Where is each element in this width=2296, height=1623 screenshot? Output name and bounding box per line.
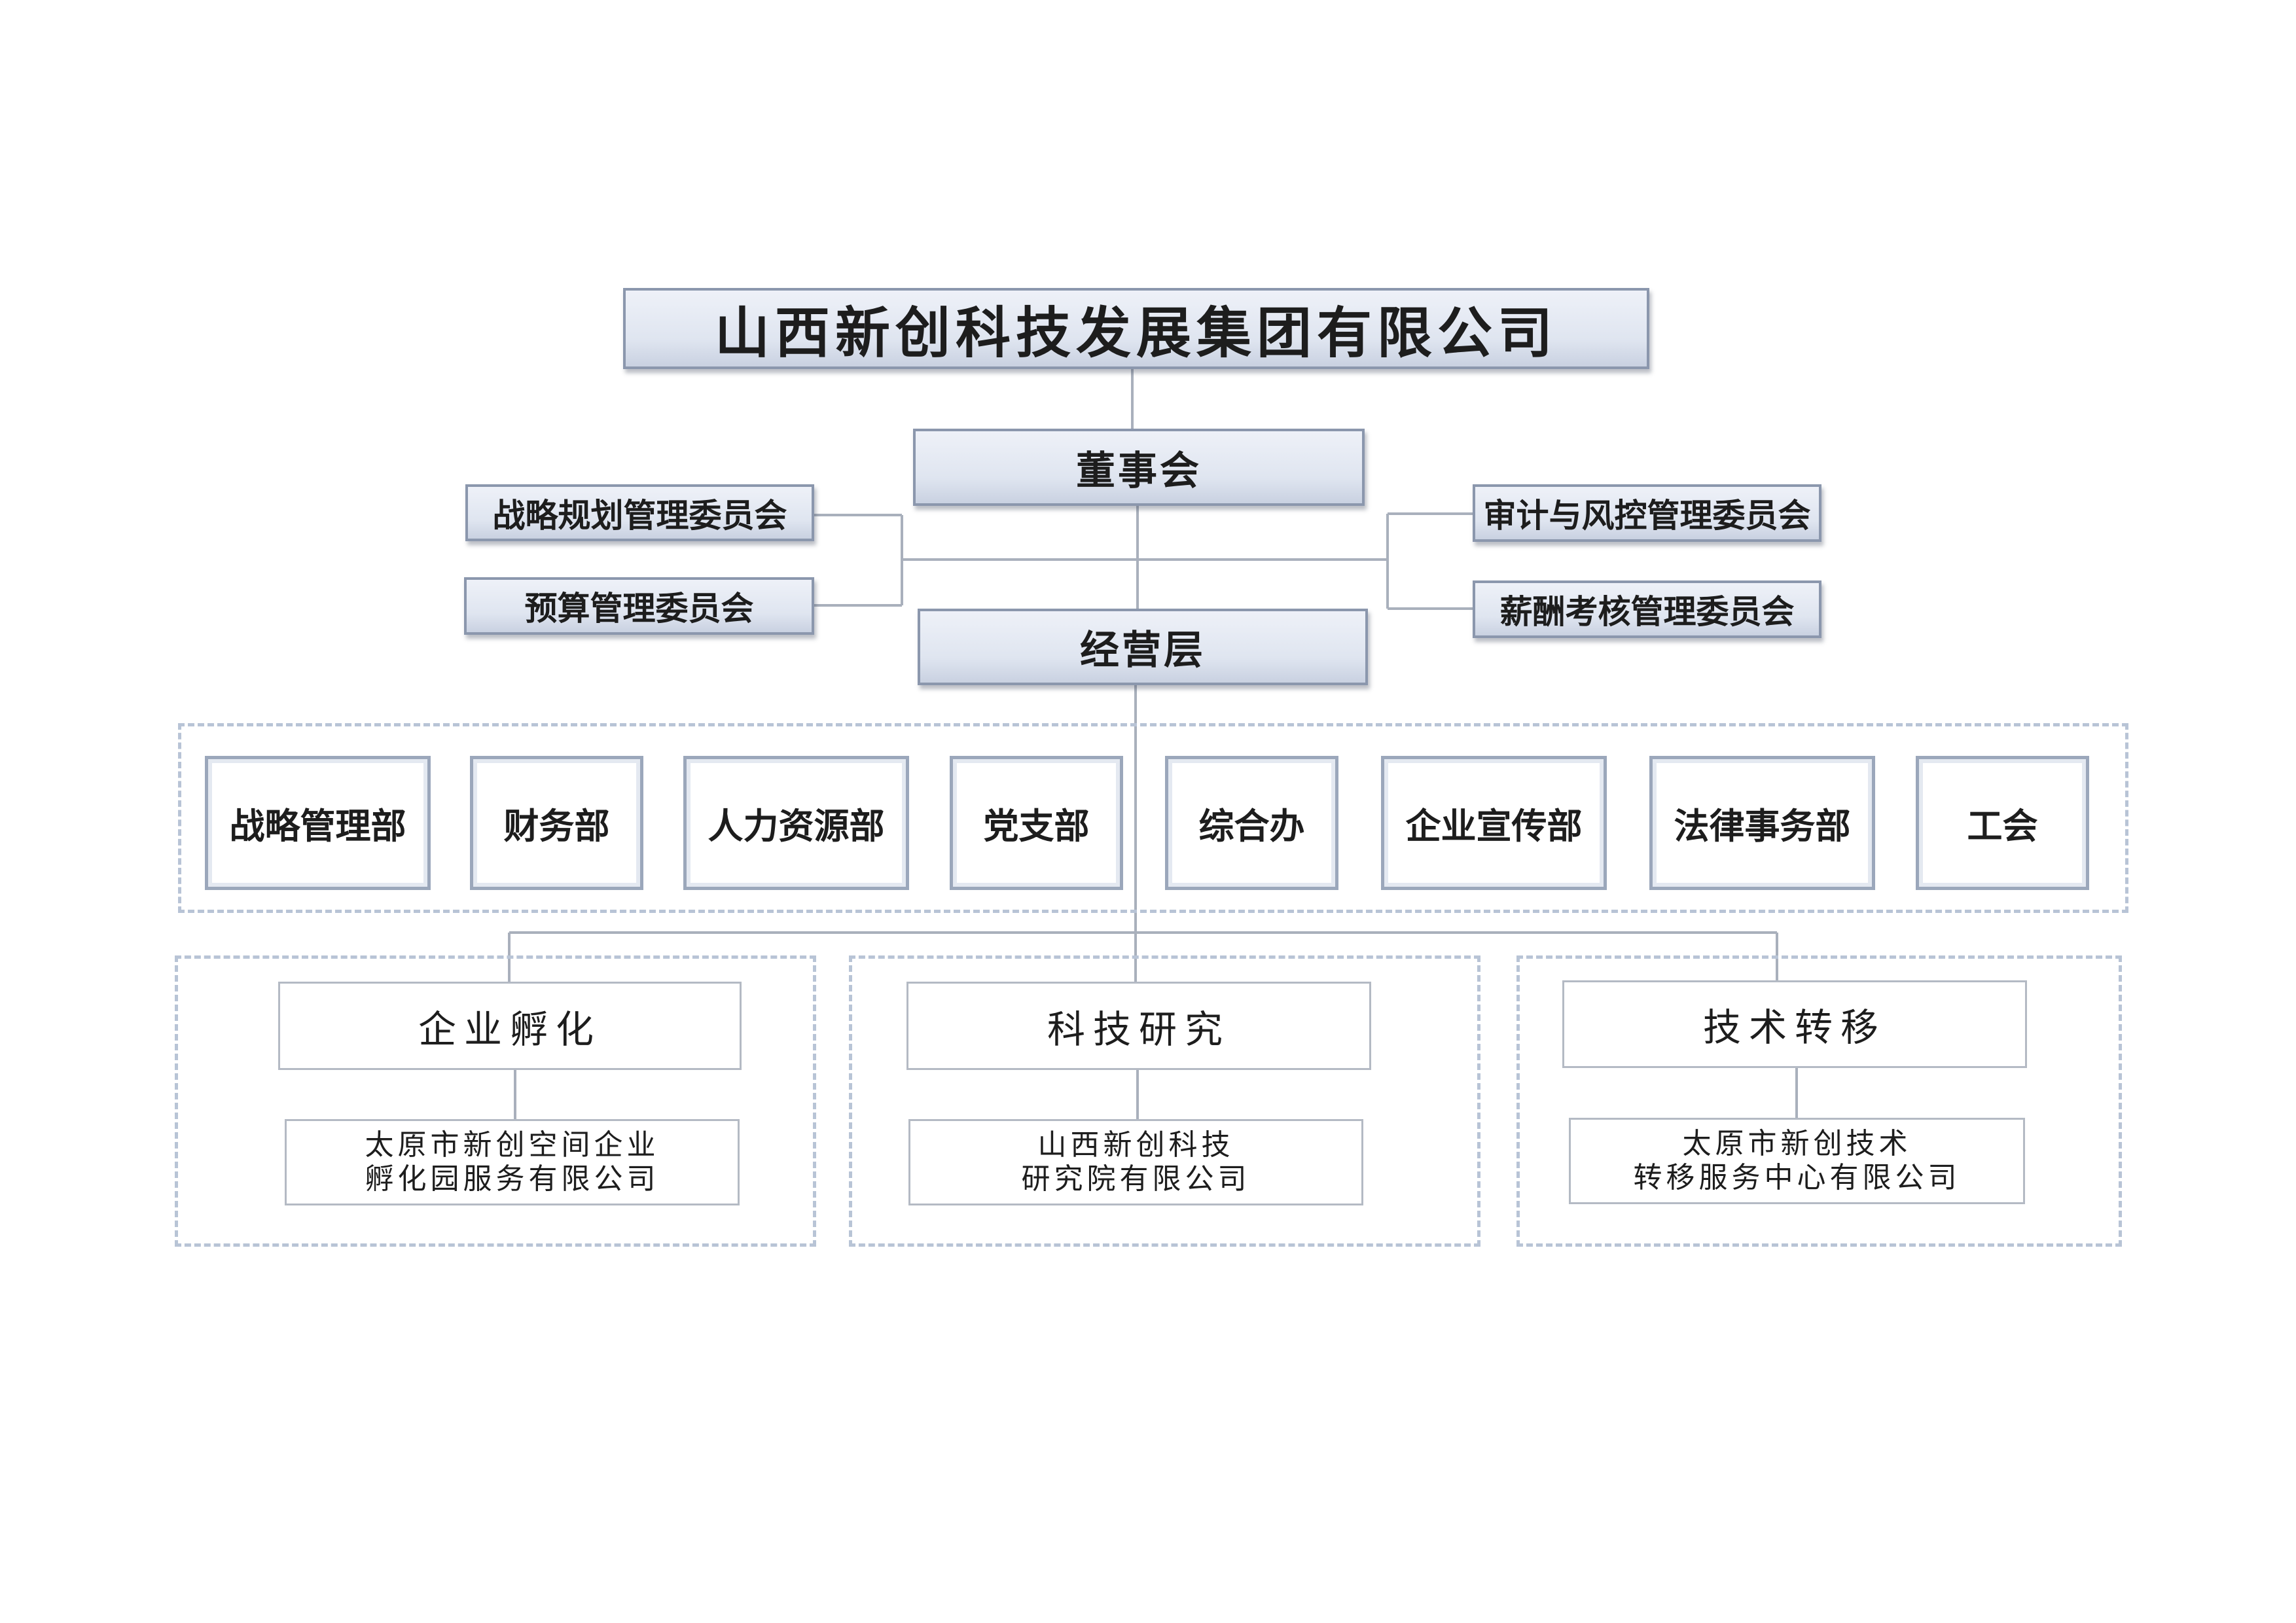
subsidiary-name-line: 太原市新创技术 — [1682, 1127, 1912, 1160]
segment-group — [849, 955, 1480, 1247]
segment-label: 科技研究 — [1047, 1007, 1230, 1052]
company-title: 山西新创科技发展集团有限公司 — [714, 300, 1558, 365]
department-label: 工会 — [1967, 805, 2038, 847]
department-box: 综合办 — [1165, 756, 1338, 890]
department-label: 综合办 — [1198, 805, 1305, 847]
company-title-box: 山西新创科技发展集团有限公司 — [623, 288, 1649, 369]
subsidiary-name-line: 孵化园服务有限公司 — [365, 1162, 660, 1196]
department-label: 战略管理部 — [229, 805, 406, 847]
department-label: 法律事务部 — [1674, 805, 1851, 847]
department-box: 财务部 — [470, 756, 643, 890]
department-box: 人力资源部 — [683, 756, 909, 890]
department-label: 财务部 — [503, 805, 610, 847]
committee-salary: 薪酬考核管理委员会 — [1473, 580, 1821, 638]
committee-audit: 审计与风控管理委员会 — [1473, 484, 1821, 542]
department-label: 企业宣传部 — [1405, 805, 1583, 847]
department-label: 党支部 — [983, 805, 1090, 847]
segment-label: 企业孵化 — [418, 1007, 601, 1052]
committee-budget: 预算管理委员会 — [464, 577, 814, 635]
department-box: 党支部 — [950, 756, 1123, 890]
segment-group — [175, 955, 816, 1247]
departments-group — [178, 723, 2128, 913]
committee-audit-label: 审计与风控管理委员会 — [1483, 496, 1811, 535]
segment-box: 科技研究 — [906, 982, 1371, 1070]
committee-strategy-label: 战略规划管理委员会 — [492, 495, 787, 535]
board-label: 董事会 — [1076, 448, 1202, 494]
segment-label: 技术转移 — [1702, 1005, 1886, 1050]
department-box: 企业宣传部 — [1381, 756, 1607, 890]
subsidiary-name-line: 山西新创科技 — [1037, 1128, 1234, 1162]
committee-strategy: 战略规划管理委员会 — [465, 484, 814, 541]
segment-group — [1516, 955, 2122, 1247]
board-box: 董事会 — [913, 429, 1365, 506]
subsidiary-box: 太原市新创技术 转移服务中心有限公司 — [1569, 1118, 2025, 1204]
management-label: 经营层 — [1080, 628, 1206, 673]
segment-box: 技术转移 — [1562, 980, 2027, 1068]
department-box: 法律事务部 — [1649, 756, 1875, 890]
committee-budget-label: 预算管理委员会 — [524, 589, 754, 628]
subsidiary-name-line: 转移服务中心有限公司 — [1633, 1161, 1961, 1194]
subsidiary-box: 太原市新创空间企业 孵化园服务有限公司 — [285, 1119, 740, 1205]
segment-box: 企业孵化 — [278, 982, 742, 1070]
committee-salary-label: 薪酬考核管理委员会 — [1499, 592, 1795, 631]
subsidiary-box: 山西新创科技 研究院有限公司 — [908, 1119, 1363, 1205]
department-label: 人力资源部 — [708, 805, 885, 847]
subsidiary-name-line: 太原市新创空间企业 — [365, 1128, 660, 1162]
management-box: 经营层 — [918, 609, 1368, 685]
department-box: 战略管理部 — [205, 756, 431, 890]
subsidiary-name-line: 研究院有限公司 — [1021, 1162, 1251, 1196]
department-box: 工会 — [1916, 756, 2089, 890]
